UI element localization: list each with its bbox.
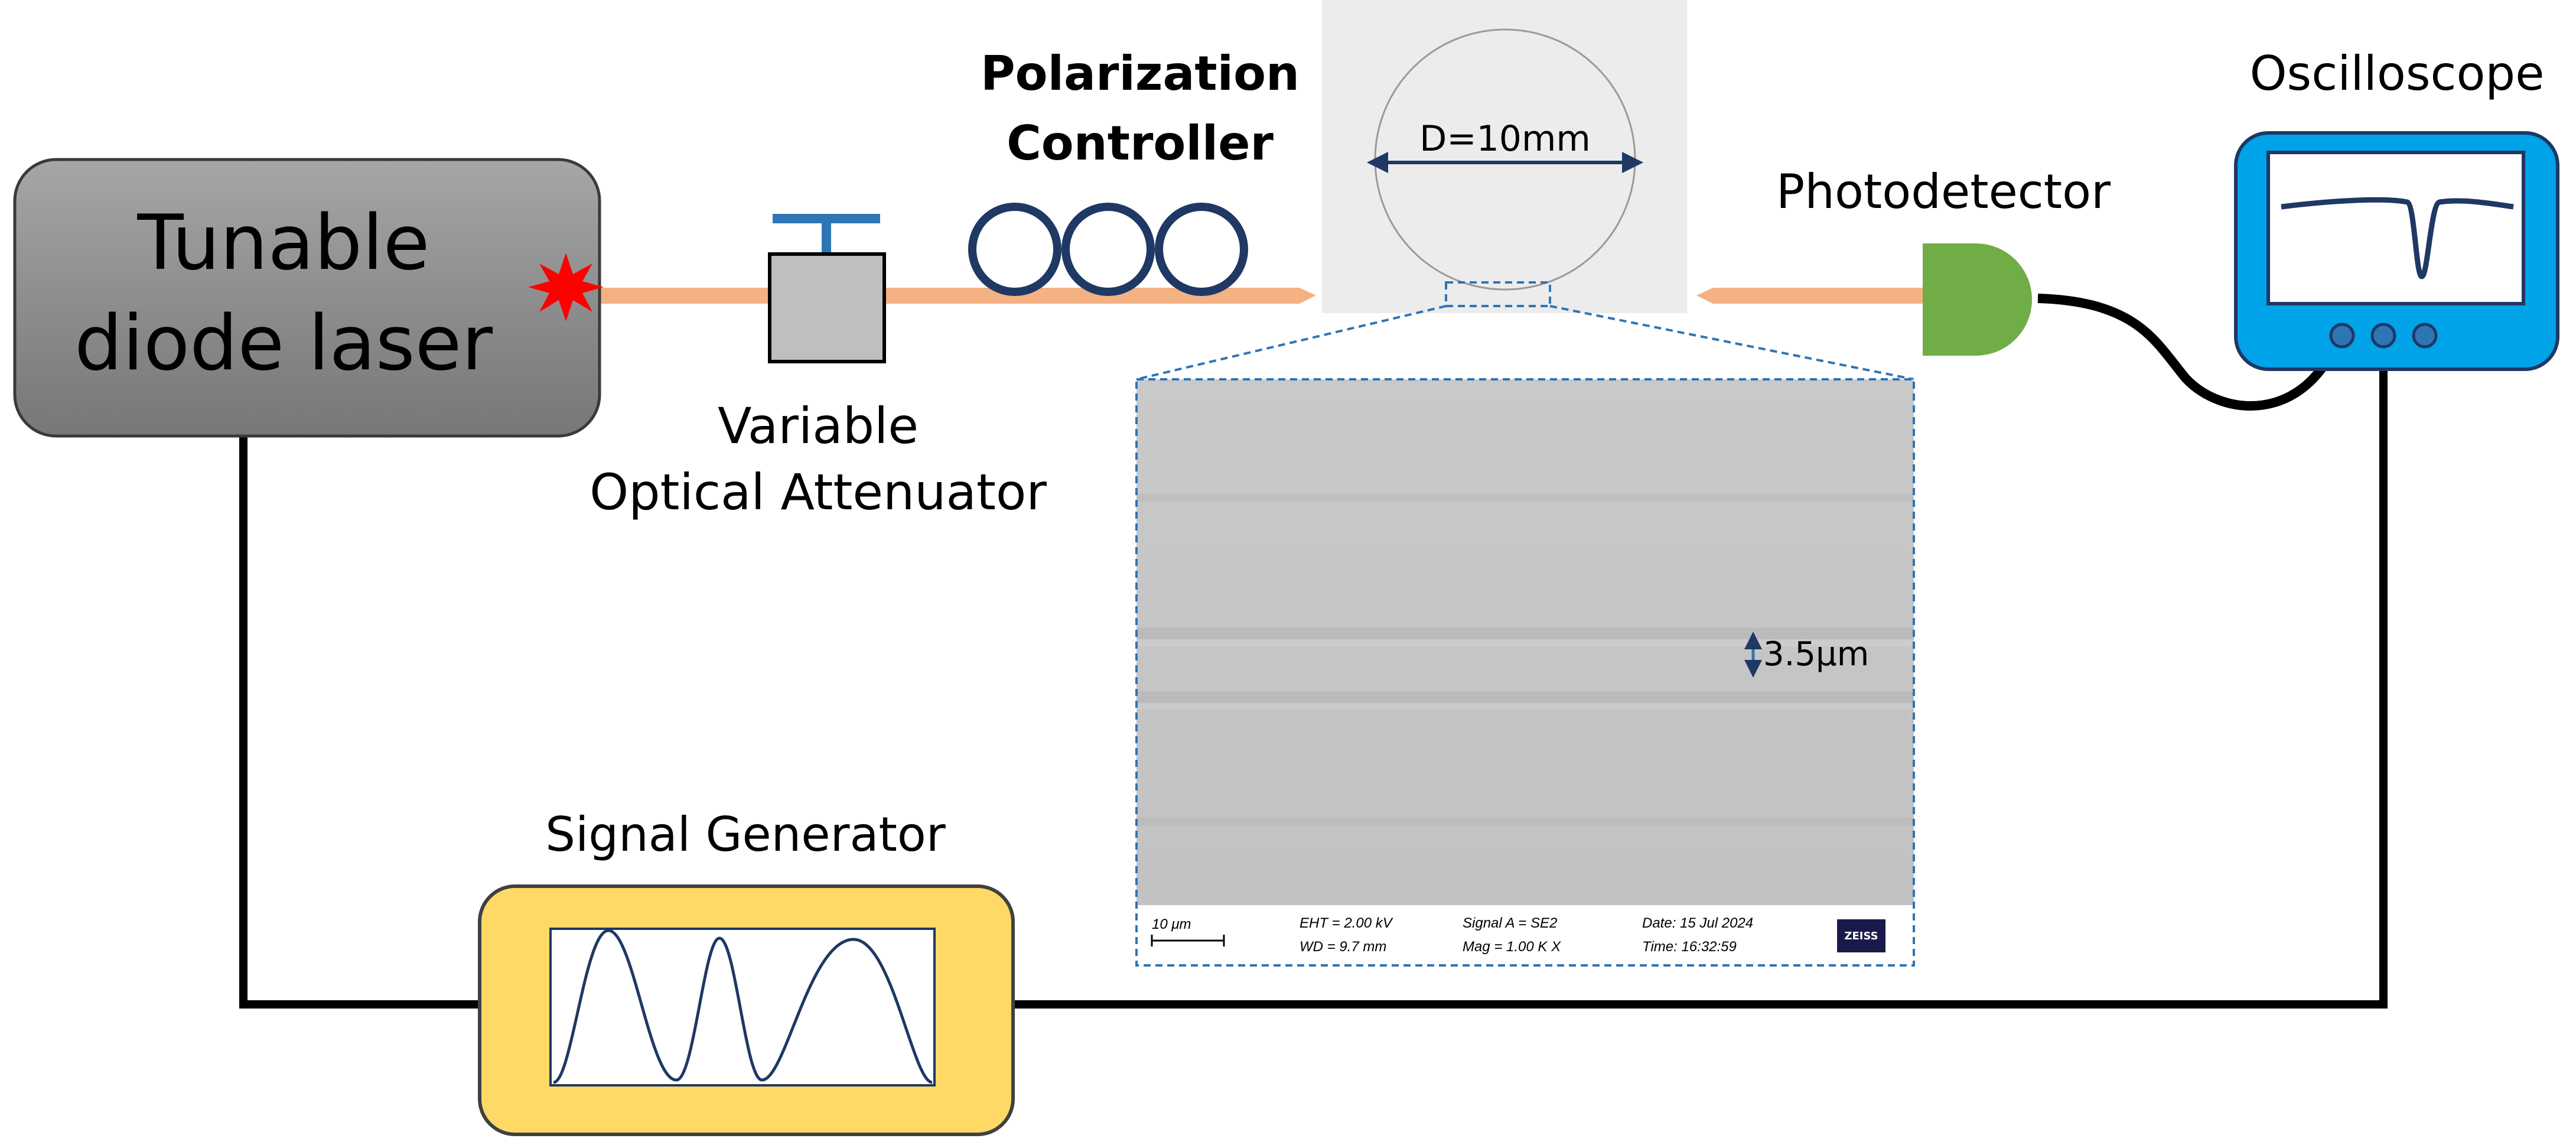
photodetector: Photodetector <box>1776 164 2111 356</box>
wire-laser-to-generator <box>239 436 480 1009</box>
laser-label-line2: diode laser <box>74 300 493 388</box>
polarization-label-line2: Controller <box>1007 116 1274 171</box>
sem-wd: WD = 9.7 mm <box>1300 939 1386 955</box>
sem-time: Time: 16:32:59 <box>1642 939 1737 955</box>
oscilloscope-screen <box>2266 151 2525 305</box>
attenuator-label-line1: Variable <box>718 397 919 455</box>
signal-generator-screen <box>549 928 936 1087</box>
sem-scalebar-label: 10 μm <box>1152 916 1191 932</box>
coil-loop-2 <box>1061 203 1155 296</box>
diameter-label: D=10mm <box>1419 118 1591 160</box>
fiber-tip-right <box>1696 288 1713 304</box>
signal-generator-label: Signal Generator <box>545 807 946 862</box>
sem-inset: 3.5μm 10 μm EHT = 2.00 kV WD = 9.7 mm Si… <box>1135 378 1915 967</box>
polarization-label-line1: Polarization <box>981 46 1300 101</box>
sem-date: Date: 15 Jul 2024 <box>1642 915 1753 931</box>
laser-box <box>13 158 601 438</box>
photodetector-body <box>1923 243 2032 356</box>
signal-generator-waveform <box>553 929 933 1084</box>
optical-fiber <box>579 288 1926 304</box>
photodetector-label: Photodetector <box>1776 164 2111 219</box>
fiber-segment-laser <box>579 288 768 304</box>
electrical-wires <box>239 294 2388 1009</box>
fiber-tip-left <box>1300 288 1316 304</box>
variable-optical-attenuator: Variable Optical Attenuator <box>590 214 1047 521</box>
attenuator-body <box>768 252 886 363</box>
sem-eht: EHT = 2.00 kV <box>1300 915 1393 931</box>
zoom-lines <box>1136 305 1914 380</box>
oscilloscope-knob-3 <box>2412 323 2438 349</box>
oscilloscope-label: Oscilloscope <box>2250 46 2545 101</box>
laser-label-line1: Tunable <box>137 199 430 287</box>
tunable-laser: Tunable diode laser <box>13 158 604 438</box>
oscilloscope-knob-1 <box>2329 323 2355 349</box>
oscilloscope-trace <box>2281 197 2514 279</box>
coil-loop-3 <box>1155 203 1248 296</box>
zeiss-logo-text: ZEISS <box>1844 930 1878 942</box>
sem-info-bar <box>1136 905 1914 965</box>
microresonator: D=10mm <box>1322 0 1687 313</box>
coil-loop-1 <box>968 203 1061 296</box>
sem-inset-frame <box>1135 378 1915 967</box>
oscilloscope-knob-2 <box>2370 323 2396 349</box>
wire-photodetector-to-oscilloscope <box>2037 294 2344 411</box>
sem-mag: Mag = 1.00 K X <box>1463 939 1561 955</box>
fiber-segment-photodetector <box>1713 288 1926 304</box>
sem-signal: Signal A = SE2 <box>1463 915 1557 931</box>
oscilloscope: Oscilloscope <box>2234 46 2559 371</box>
signal-generator: Signal Generator <box>478 807 1015 1136</box>
wire-generator-to-oscilloscope <box>1013 337 2388 1009</box>
polarization-controller: Polarization Controller <box>968 46 1300 296</box>
attenuator-label-line2: Optical Attenuator <box>590 463 1047 521</box>
sem-measure-label: 3.5μm <box>1763 635 1869 674</box>
zoom-region-marker <box>1445 281 1551 307</box>
laser-emission-icon <box>528 253 604 321</box>
zeiss-logo <box>1837 919 1885 952</box>
